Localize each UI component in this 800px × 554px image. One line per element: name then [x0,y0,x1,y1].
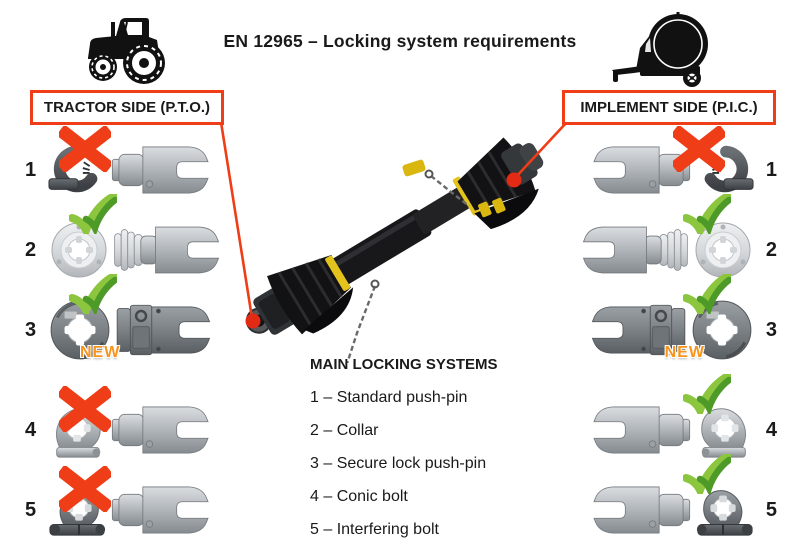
implement-row-4-conic-bolt: 4 [572,390,777,470]
legend-item: 5 – Interfering bolt [310,521,439,538]
row-number: 2 [25,238,37,261]
legend-item: 4 – Conic bolt [310,488,408,505]
main-locking-systems-legend: MAIN LOCKING SYSTEMS 1 – Standard push-p… [310,356,498,554]
row-number: 1 [25,158,37,181]
safety-chains [346,159,470,363]
row-number: 1 [765,158,777,181]
legend-item: 1 – Standard push-pin [310,389,468,406]
cross-icon [59,386,111,437]
check-icon [683,194,731,239]
implement-row-2-collar: 2 [572,210,777,290]
check-icon [683,374,731,419]
check-icon [69,274,117,319]
yoke-graphic [115,297,215,363]
tractor-icon [80,6,172,91]
row-number: 3 [25,318,37,341]
yoke-graphic [111,477,211,543]
implement-row-1-standard-push-pin: 1 [572,130,777,210]
yoke-graphic [111,137,211,203]
legend-title: MAIN LOCKING SYSTEMS [310,356,498,373]
page-title: EN 12965 – Locking system requirements [223,31,577,51]
tractor-row-2-collar: 2 [25,210,230,290]
row-number: 5 [25,498,37,521]
pto-shaft-illustration [245,137,544,363]
implement-row-3-secure-lock-push-pin: 3 NEW [572,290,777,370]
row-number: 5 [765,498,777,521]
yoke-graphic [113,217,221,283]
implement-row-5-interfering-bolt: 5 [572,470,777,550]
tractor-row-5-interfering-bolt: 5 [25,470,230,550]
tractor-row-4-conic-bolt: 4 [25,390,230,470]
yoke-graphic [591,477,691,543]
legend-item: 3 – Secure lock push-pin [310,455,487,472]
legend-item: 2 – Collar [310,422,379,439]
check-icon [69,194,117,239]
yoke-graphic [581,217,689,283]
new-badge: NEW [80,344,121,361]
new-badge: NEW [664,344,705,361]
row-number: 4 [765,418,777,441]
tractor-row-3-secure-lock-push-pin: 3 NEW [25,290,230,370]
cross-icon [59,466,111,517]
yoke-graphic [111,397,211,463]
cross-icon [59,126,111,177]
tractor-side-label: TRACTOR SIDE (P.T.O.) [30,90,224,125]
cross-icon [673,126,725,177]
row-number: 2 [765,238,777,261]
row-number: 4 [25,418,37,441]
yoke-graphic [591,397,691,463]
check-icon [683,454,731,499]
implement-side-label: IMPLEMENT SIDE (P.I.C.) [562,90,776,125]
round-baler-implement-icon [606,8,718,93]
tractor-row-1-standard-push-pin: 1 [25,130,230,210]
row-number: 3 [765,318,777,341]
check-icon [683,274,731,319]
